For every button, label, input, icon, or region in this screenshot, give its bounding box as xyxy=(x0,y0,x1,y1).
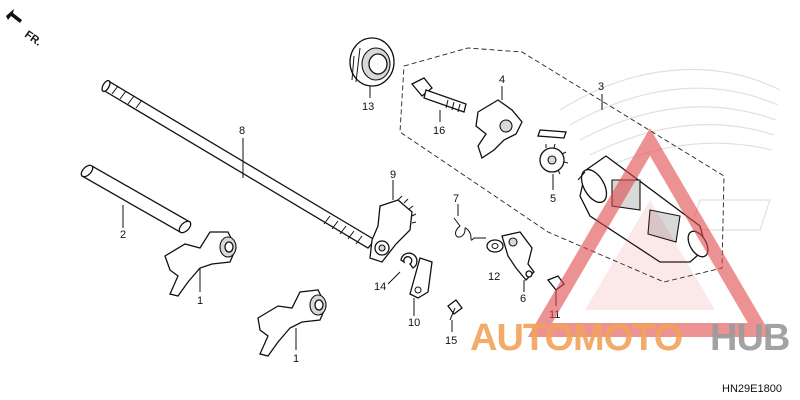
callout-3: 3 xyxy=(598,81,604,93)
part-10-stopper-plate xyxy=(409,257,433,316)
callout-10: 10 xyxy=(408,317,420,329)
part-16-bolt xyxy=(410,77,467,122)
part-1-shift-fork-upper xyxy=(164,231,237,297)
part-2-fork-shaft xyxy=(80,164,192,234)
callout-2: 2 xyxy=(120,229,126,241)
part-4-drum-center xyxy=(475,86,567,160)
part-15-bolt xyxy=(447,299,463,332)
callout-4: 4 xyxy=(499,74,505,86)
callout-16: 16 xyxy=(433,125,445,137)
callout-7: 7 xyxy=(453,193,459,205)
warning-triangle-icon xyxy=(527,128,773,337)
part-14-circlip xyxy=(387,252,418,285)
part-1-shift-fork-lower xyxy=(257,289,327,357)
automotohub-watermark: AUTOMOTO HUB xyxy=(470,128,790,359)
callout-8: 8 xyxy=(239,125,245,137)
direction-label: FR. xyxy=(22,29,43,49)
diagram-code: HN29E1800 xyxy=(722,383,782,395)
part-13-bearing xyxy=(349,37,395,98)
wing-logo-watermark xyxy=(559,68,781,231)
callout-14: 14 xyxy=(374,281,386,293)
watermark-brand-part2: HUB xyxy=(710,317,789,359)
callout-6: 6 xyxy=(520,293,526,305)
part-8-shaft xyxy=(101,79,377,249)
callout-15: 15 xyxy=(445,335,457,347)
callout-1-upper: 1 xyxy=(197,295,203,307)
front-direction-indicator: FR. xyxy=(6,9,44,49)
callout-9: 9 xyxy=(390,169,396,181)
callout-5: 5 xyxy=(550,193,556,205)
part-7-spring xyxy=(453,204,486,241)
arrow-icon xyxy=(6,9,22,23)
part-5-drum-gear xyxy=(539,143,569,190)
watermark-brand-part1: AUTOMOTO xyxy=(470,317,682,359)
callout-13: 13 xyxy=(362,101,374,113)
part-6-stopper-arm xyxy=(501,231,535,292)
part-9-shift-arm xyxy=(369,180,417,263)
callout-12: 12 xyxy=(488,271,500,283)
part-12-washer xyxy=(486,239,504,253)
callout-1-lower: 1 xyxy=(293,353,299,365)
